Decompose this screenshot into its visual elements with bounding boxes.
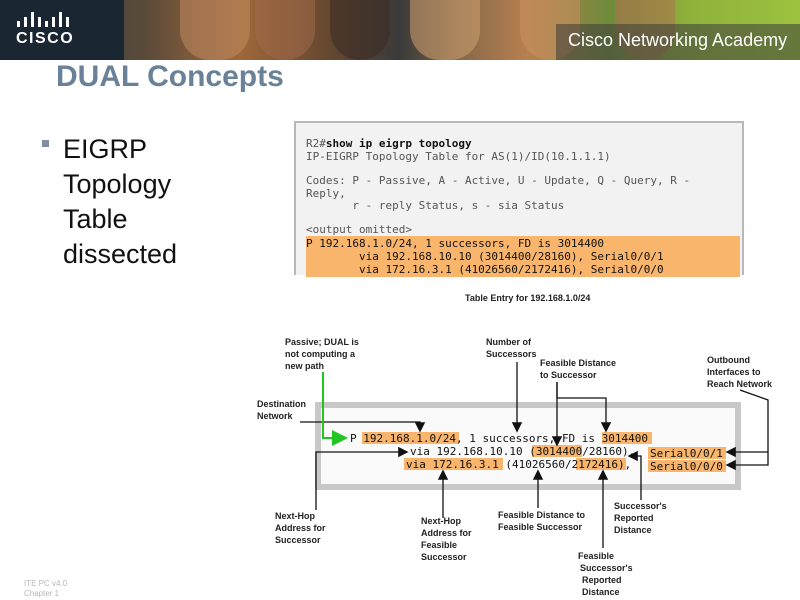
label-successor-rd: Successor's Reported Distance <box>614 501 667 535</box>
banner-photo <box>330 0 390 60</box>
svg-text:Address for: Address for <box>421 528 472 538</box>
svg-text:Successors: Successors <box>486 349 537 359</box>
svg-text:new path: new path <box>285 361 324 371</box>
svg-text:Address for: Address for <box>275 523 326 533</box>
entry-frame <box>315 402 741 490</box>
label-fd-feasible: Feasible Distance to Feasible Successor <box>498 510 586 532</box>
entry-line-2: via 192.168.10.10 (3014400/28160), <box>410 445 635 458</box>
svg-text:Distance: Distance <box>582 587 620 597</box>
svg-text:to Successor: to Successor <box>540 370 597 380</box>
terminal-command-line: R2#show ip eigrp topology <box>306 137 472 150</box>
terminal-line: r - reply Status, s - sia Status <box>306 199 565 212</box>
svg-text:not computing a: not computing a <box>285 349 356 359</box>
svg-text:Feasible: Feasible <box>421 540 457 550</box>
terminal-line: Codes: P - Passive, A - Active, U - Upda… <box>306 174 691 187</box>
terminal-prompt: R2# <box>306 137 326 150</box>
terminal-command: show ip eigrp topology <box>325 137 472 150</box>
svg-text:Reported: Reported <box>614 513 654 523</box>
banner-photo <box>180 0 250 60</box>
academy-bar <box>556 24 800 60</box>
entry-line-3: via 172.16.3.1 (41026560/2172416), <box>406 458 631 471</box>
bullet-text: EIGRP Topology Table dissected <box>63 134 178 269</box>
terminal-line: IP-EIGRP Topology Table for AS(1)/ID(10.… <box>306 150 611 163</box>
svg-text:Feasible Successor: Feasible Successor <box>498 522 583 532</box>
svg-text:Feasible: Feasible <box>578 551 614 561</box>
svg-text:Successor: Successor <box>421 552 467 562</box>
svg-text:Distance: Distance <box>614 525 652 535</box>
academy-title: Cisco Networking Academy <box>568 30 788 50</box>
banner-photo <box>255 0 315 60</box>
diagram-title: Table Entry for 192.168.1.0/24 <box>465 293 590 303</box>
entry-line-1: P 192.168.1.0/24, 1 successors, FD is 30… <box>350 432 648 445</box>
terminal-hl-line: via 172.16.3.1 (41026560/2172416), Seria… <box>306 263 664 276</box>
banner-photo <box>410 0 480 60</box>
footer-chapter: Chapter 1 <box>24 589 60 598</box>
svg-text:Reach Network: Reach Network <box>707 379 773 389</box>
svg-text:Destination: Destination <box>257 399 306 409</box>
label-fd-successor: Feasible Distance to Successor <box>540 358 616 380</box>
terminal-hl-line: via 192.168.10.10 (3014400/28160), Seria… <box>306 250 664 263</box>
cisco-bars-icon <box>17 12 69 27</box>
entry-interface-2: Serial0/0/0 <box>650 460 723 473</box>
terminal-highlight <box>306 236 740 277</box>
label-destination: Destination Network <box>257 399 306 421</box>
bullet-icon <box>42 140 49 147</box>
label-fs-rd: Feasible Successor's Reported Distance <box>578 551 633 597</box>
entry-interface-1: Serial0/0/1 <box>650 447 723 460</box>
terminal-output: R2#show ip eigrp topology IP-EIGRP Topol… <box>294 121 744 277</box>
slide-title: DUAL Concepts <box>56 60 284 93</box>
label-nh-feasible: Next-Hop Address for Feasible Successor <box>421 516 472 562</box>
terminal-line: Reply, <box>306 187 346 200</box>
svg-text:Next-Hop: Next-Hop <box>275 511 316 521</box>
svg-text:Reported: Reported <box>582 575 622 585</box>
label-passive: Passive; DUAL is not computing a new pat… <box>285 337 359 371</box>
diagram-arrows <box>300 362 769 548</box>
svg-text:Network: Network <box>257 411 294 421</box>
svg-text:Next-Hop: Next-Hop <box>421 516 462 526</box>
entry-highlights <box>362 432 726 472</box>
cisco-logo: CISCO <box>0 0 124 60</box>
svg-text:Successor's: Successor's <box>580 563 633 573</box>
svg-text:Outbound: Outbound <box>707 355 750 365</box>
terminal-hl-line: P 192.168.1.0/24, 1 successors, FD is 30… <box>306 237 605 250</box>
label-nh-successor: Next-Hop Address for Successor <box>275 511 326 545</box>
terminal-line: <output omitted> <box>306 223 412 236</box>
passive-arrow <box>322 372 348 446</box>
label-outbound: Outbound Interfaces to Reach Network <box>707 355 773 389</box>
footer-course: ITE PC v4.0 <box>24 579 68 588</box>
cisco-wordmark: CISCO <box>16 30 75 47</box>
svg-text:Passive; DUAL is: Passive; DUAL is <box>285 337 359 347</box>
svg-text:Successor's: Successor's <box>614 501 667 511</box>
svg-text:Feasible Distance to: Feasible Distance to <box>498 510 586 520</box>
svg-text:Interfaces to: Interfaces to <box>707 367 761 377</box>
label-num-successors: Number of Successors <box>486 337 537 359</box>
svg-text:Number of: Number of <box>486 337 532 347</box>
svg-text:Feasible Distance: Feasible Distance <box>540 358 616 368</box>
svg-text:Successor: Successor <box>275 535 321 545</box>
